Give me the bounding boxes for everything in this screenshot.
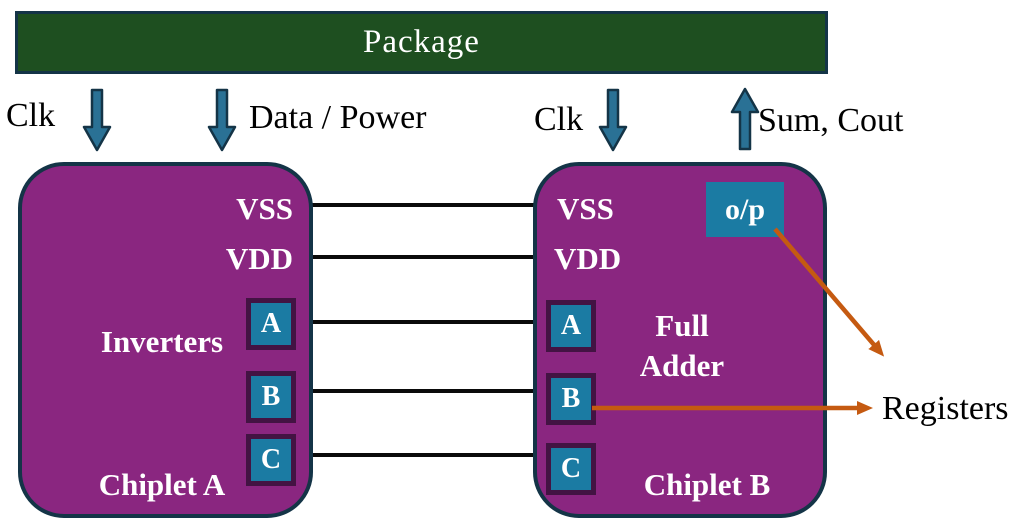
chiplet-b-port-c-label: C [560, 453, 582, 484]
chiplet-b-port-a-box: A [546, 300, 596, 352]
chiplet-b-function-line1: Full [655, 308, 709, 343]
wire-port-b [305, 389, 540, 393]
chiplet-b-port-b-box: B [546, 373, 596, 425]
clk-left-label: Clk [6, 97, 56, 134]
data-power-down-arrow-icon [207, 88, 237, 152]
chiplet-b: VSS VDD o/p A B C Full Adder Chiplet B [533, 162, 827, 518]
package-bar: Package [15, 11, 828, 74]
clk-left-down-arrow-icon [82, 88, 112, 152]
chiplet-b-port-b-label: B [561, 383, 581, 414]
chiplet-a-port-c-label: C [260, 444, 282, 475]
output-to-registers-arrow [773, 227, 885, 357]
chiplet-b-vdd-label: VDD [554, 241, 622, 276]
chiplet-a-port-b-label: B [261, 381, 281, 412]
chiplet-a-name-label: Chiplet A [98, 467, 226, 502]
chiplet-b-port-a-label: A [560, 310, 582, 341]
sum-cout-up-arrow-icon [730, 87, 760, 151]
port-b-to-registers-arrow [592, 401, 873, 415]
chiplet-a-function-label: Inverters [100, 324, 224, 359]
chiplet-a-vdd-label: VDD [225, 241, 293, 276]
registers-label: Registers [882, 390, 1009, 427]
chiplet-b-name-label: Chiplet B [643, 467, 771, 502]
chiplet-a: VSS VDD A B C Inverters Chiplet A [18, 162, 313, 518]
sum-cout-label: Sum, Cout [758, 102, 904, 139]
chiplet-a-port-c-box: C [246, 434, 296, 486]
wire-port-c [305, 453, 540, 457]
wire-vdd [305, 255, 540, 259]
chiplet-b-vss-label: VSS [557, 191, 614, 226]
clk-right-label: Clk [534, 101, 584, 138]
wire-vss [305, 203, 540, 207]
chiplet-a-port-a-label: A [260, 308, 282, 339]
chiplet-b-function-line2: Adder [639, 348, 725, 383]
chiplet-a-port-a-box: A [246, 298, 296, 350]
data-power-label: Data / Power [249, 99, 427, 136]
chiplet-b-output-box: o/p [706, 182, 784, 237]
chiplet-a-port-b-box: B [246, 371, 296, 423]
clk-right-down-arrow-icon [598, 88, 628, 152]
wire-port-a [305, 320, 540, 324]
chiplet-a-vss-label: VSS [236, 191, 293, 226]
package-label: Package [363, 24, 480, 60]
chiplet-b-port-c-box: C [546, 443, 596, 495]
chiplet-b-output-label: o/p [724, 192, 766, 226]
